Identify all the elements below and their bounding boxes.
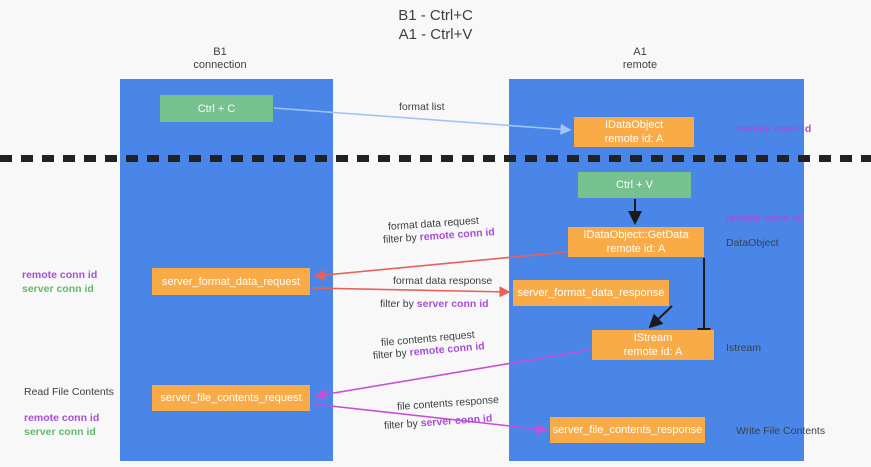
caption-file-contents-response: file contents response: [396, 393, 500, 413]
column-header-b1-name: B1: [213, 46, 227, 58]
label-remote-conn-id-left-2: remote conn id: [24, 412, 100, 424]
box-server-file-contents-request-label: server_file_contents_request: [160, 392, 302, 404]
filter-key: server conn id: [420, 412, 493, 430]
label-dataobject: DataObject: [726, 237, 779, 249]
filter-prefix: filter by: [382, 231, 421, 246]
title-line-1: B1 - Ctrl+C: [398, 7, 473, 24]
box-ctrl-c[interactable]: Ctrl + C: [160, 95, 273, 122]
box-idataobject-line2: remote id: A: [604, 133, 664, 145]
label-istream: Istream: [726, 342, 762, 354]
box-server-file-contents-request[interactable]: server_file_contents_request: [152, 385, 310, 411]
box-istream-line2: remote id: A: [623, 346, 683, 358]
label-remote-conn-id-top: remote conn id: [736, 123, 812, 135]
filter-prefix: filter by: [380, 298, 417, 310]
phase-divider: [0, 155, 871, 162]
column-header-b1: B1 connection: [140, 46, 300, 72]
box-ctrl-v-label: Ctrl + V: [616, 179, 653, 191]
title-line-2: A1 - Ctrl+V: [398, 26, 473, 43]
box-server-file-contents-response-label: server_file_contents_response: [552, 424, 703, 436]
label-remote-conn-id-left-1: remote conn id: [22, 269, 98, 281]
box-istream[interactable]: IStream remote id: A: [592, 330, 714, 360]
label-read-file-contents: Read File Contents: [24, 386, 114, 398]
label-left-conn-ids-2: Read File Contents remote conn id server…: [24, 385, 114, 439]
box-server-format-data-request[interactable]: server_format_data_request: [152, 268, 310, 295]
box-server-format-data-response-label: server_format_data_response: [517, 287, 665, 299]
filter-prefix: filter by: [372, 346, 411, 362]
filter-key: remote conn id: [419, 226, 496, 244]
box-istream-line1: IStream: [633, 332, 673, 344]
box-ctrl-v[interactable]: Ctrl + V: [578, 172, 691, 198]
caption-format-data-response: format data response: [393, 275, 493, 287]
arrow-format-data-response: [311, 286, 511, 298]
box-ctrl-c-label: Ctrl + C: [197, 102, 236, 115]
filter-key: server conn id: [416, 298, 489, 310]
box-idataobject-getdata[interactable]: IDataObject::GetData remote id: A: [568, 227, 704, 257]
box-getdata-line2: remote id: A: [606, 243, 666, 255]
box-getdata-line1: IDataObject::GetData: [583, 229, 689, 241]
box-idataobject-line1: IDataObject: [604, 119, 664, 131]
label-server-conn-id-left-2: server conn id: [24, 426, 96, 438]
label-left-conn-ids-1: remote conn id server conn id: [22, 268, 97, 296]
caption-file-contents-response-filter: filter by server conn id: [384, 411, 493, 433]
column-header-a1-name: A1: [633, 46, 647, 58]
label-write-file-contents: Write File Contents: [736, 425, 826, 437]
box-server-format-data-response[interactable]: server_format_data_response: [513, 280, 669, 306]
column-header-a1: A1 remote: [560, 46, 720, 72]
box-server-format-data-request-label: server_format_data_request: [161, 275, 301, 288]
caption-format-data-response-filter: filter by server conn id: [380, 297, 489, 311]
label-server-conn-id-left-1: server conn id: [22, 283, 94, 295]
label-remote-conn-id-mid: remote conn id: [726, 212, 802, 224]
caption-format-list: format list: [399, 101, 445, 113]
box-idataobject[interactable]: IDataObject remote id: A: [574, 117, 694, 147]
filter-prefix: filter by: [383, 417, 422, 432]
box-server-file-contents-response[interactable]: server_file_contents_response: [550, 417, 705, 443]
page-title: B1 - Ctrl+C A1 - Ctrl+V: [0, 6, 871, 44]
column-header-a1-role: remote: [622, 59, 658, 71]
column-header-b1-role: connection: [193, 59, 247, 71]
